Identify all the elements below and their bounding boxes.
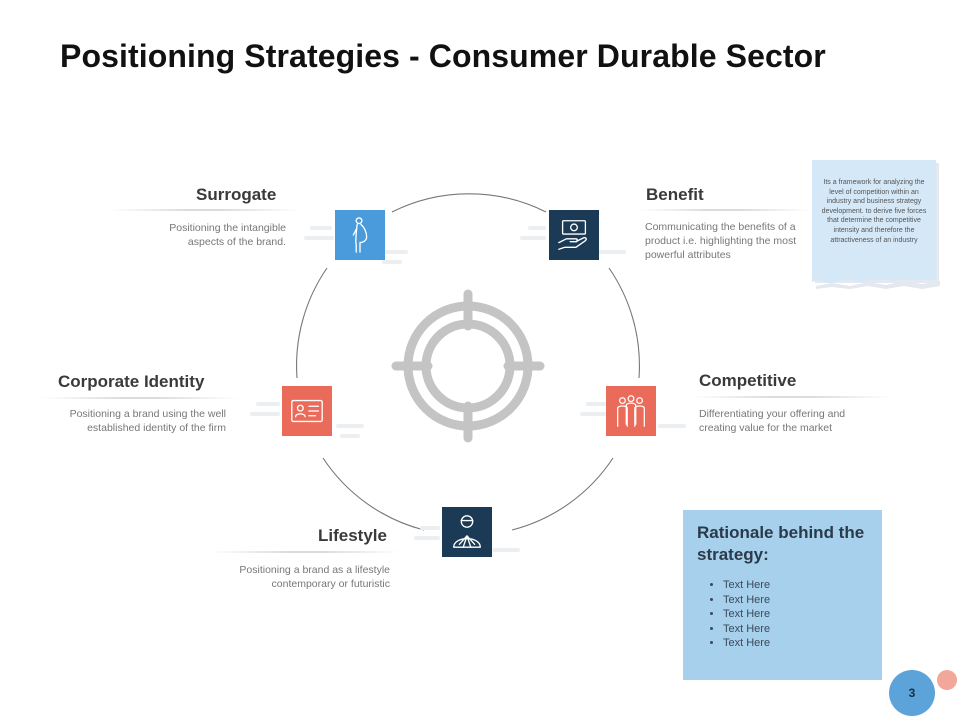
lifestyle-underline [210,551,400,553]
benefit-title: Benefit [646,185,704,204]
group-people-icon [617,395,645,427]
competitive-title: Competitive [699,371,797,390]
ring-arc-bottom-right [511,457,614,531]
rationale-heading: Rationale behind the strategy: [697,523,865,564]
node-competitive [606,386,656,436]
money-hand-icon [558,220,587,250]
person-collar-icon [453,515,481,548]
ring-arc-bottom-left [322,457,425,531]
sticky-note-torn-edge [812,268,940,289]
page-title: Positioning Strategies - Consumer Durabl… [60,38,826,74]
id-card-icon [291,399,323,423]
lifestyle-title: Lifestyle [318,526,387,545]
surrogate-description: Positioning the intangible aspects of th… [169,222,286,248]
rationale-box: Rationale behind the strategy: Text Here… [683,510,882,680]
list-item: Text Here [723,622,868,637]
competitive-underline [692,396,892,398]
sticky-note: Its a framework for analyzing the level … [812,160,936,280]
ring-arc-top [391,193,547,213]
list-item: Text Here [723,578,868,593]
node-corporate-identity [282,386,332,436]
corporate-identity-underline [40,397,240,399]
benefit-underline [640,209,810,211]
surrogate-underline [110,209,300,211]
ring-arc-right [608,267,640,379]
surrogate-title: Surrogate [196,185,277,204]
benefit-description: Communicating the benefits of a product … [645,221,797,261]
node-lifestyle [442,507,492,557]
target-crosshair-icon [391,289,545,443]
node-surrogate [335,210,385,260]
lifestyle-description: Positioning a brand as a lifestyle conte… [239,564,390,590]
list-item: Text Here [723,593,868,608]
rationale-list: Text Here Text Here Text Here Text Here … [697,578,868,651]
competitive-description: Differentiating your offering and creati… [699,408,846,434]
corporate-identity-description: Positioning a brand using the well estab… [69,408,226,434]
node-benefit [549,210,599,260]
decorative-dot [937,670,957,690]
ring-arc-left [296,267,328,379]
page-number: 3 [889,670,935,716]
list-item: Text Here [723,636,868,651]
list-item: Text Here [723,607,868,622]
corporate-identity-title: Corporate Identity [58,372,205,391]
pregnant-woman-icon [352,217,368,253]
